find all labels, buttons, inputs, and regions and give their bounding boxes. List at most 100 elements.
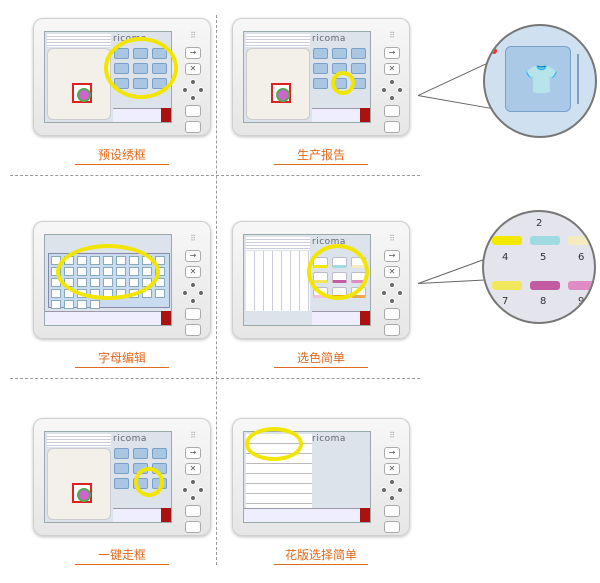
feature-report: ricoma ⠿ → ✕ 生产报告 — [232, 18, 412, 178]
trim-button[interactable]: ✕ — [185, 463, 201, 475]
arrow-right-button[interactable]: → — [185, 250, 201, 262]
stop-icon[interactable] — [360, 311, 370, 325]
letter-key[interactable] — [64, 300, 74, 309]
feature-colors: ricoma ⠿ → ✕ 选色简单 — [232, 221, 412, 381]
feature-designs: ricoma ⠿ → ✕ 花版选择简单 — [232, 418, 412, 578]
arrow-right-button[interactable]: → — [185, 47, 201, 59]
label-underline — [274, 164, 368, 165]
stop-icon[interactable] — [161, 108, 171, 122]
stop-button[interactable] — [185, 521, 201, 533]
color-chip[interactable] — [568, 281, 594, 290]
menu-icon: ⠿ — [389, 31, 395, 40]
info-table — [47, 434, 111, 447]
menu-icon: ⠿ — [389, 234, 395, 243]
direction-pad[interactable] — [182, 79, 204, 101]
highlight-circle — [56, 244, 160, 300]
stop-button[interactable] — [384, 324, 400, 336]
design-frame-icon — [72, 483, 92, 503]
color-number: 9 — [578, 296, 585, 307]
menu-icon: ⠿ — [389, 431, 395, 440]
menu-tile[interactable] — [351, 48, 366, 59]
arrow-right-button[interactable]: → — [384, 447, 400, 459]
arrow-right-button[interactable]: → — [384, 47, 400, 59]
feature-trace: ricoma ⠿ → ✕ 一键走框 — [33, 418, 213, 578]
letter-key[interactable] — [51, 300, 61, 309]
highlight-circle — [307, 244, 369, 300]
triangle-icon — [577, 54, 595, 104]
color-number: 2 — [536, 218, 543, 229]
color-number: 4 — [502, 252, 509, 263]
start-button[interactable] — [185, 308, 201, 320]
direction-pad[interactable] — [381, 79, 403, 101]
arrow-right-button[interactable]: → — [384, 250, 400, 262]
hoop-preview — [47, 448, 111, 520]
menu-tile[interactable] — [313, 63, 328, 74]
menu-tile[interactable] — [332, 48, 347, 59]
hoop-preview — [47, 48, 111, 120]
menu-tile[interactable] — [114, 448, 129, 459]
stop-icon[interactable] — [161, 508, 171, 522]
color-chip[interactable] — [530, 281, 560, 290]
menu-tile[interactable] — [313, 48, 328, 59]
info-table — [246, 34, 310, 47]
feature-label: 一键走框 — [97, 548, 146, 562]
menu-tile[interactable] — [114, 478, 129, 489]
color-chip[interactable] — [492, 281, 522, 290]
stop-icon[interactable] — [360, 508, 370, 522]
start-button[interactable] — [384, 505, 400, 517]
brand-logo: ricoma — [113, 434, 147, 444]
feature-label: 选色简单 — [296, 351, 345, 365]
bottom-bar — [244, 508, 370, 522]
highlight-circle — [104, 37, 178, 99]
direction-pad[interactable] — [182, 282, 204, 304]
menu-tile[interactable] — [152, 448, 167, 459]
start-button[interactable] — [384, 105, 400, 117]
bottom-bar — [45, 311, 171, 325]
letter-key[interactable] — [155, 289, 165, 298]
callout-line — [417, 95, 493, 110]
label-underline — [274, 564, 368, 565]
start-button[interactable] — [185, 505, 201, 517]
stop-icon[interactable] — [360, 108, 370, 122]
highlight-circle — [245, 427, 303, 461]
bottom-bar — [113, 508, 171, 522]
letter-key[interactable] — [90, 300, 100, 309]
divider — [216, 15, 217, 565]
color-chip[interactable] — [568, 236, 594, 245]
trim-button[interactable]: ✕ — [384, 463, 400, 475]
highlight-circle — [331, 71, 355, 95]
stop-icon[interactable] — [161, 311, 171, 325]
bottom-bar — [113, 108, 171, 122]
letter-key[interactable] — [51, 289, 61, 298]
color-chip[interactable] — [530, 236, 560, 245]
start-button[interactable] — [185, 105, 201, 117]
stop-button[interactable] — [384, 121, 400, 133]
direction-pad[interactable] — [182, 479, 204, 501]
menu-tile[interactable] — [133, 448, 148, 459]
menu-tile[interactable] — [351, 63, 366, 74]
color-chip[interactable] — [492, 236, 522, 245]
arrow-right-button[interactable]: → — [185, 447, 201, 459]
menu-icon: ⠿ — [190, 234, 196, 243]
trim-button[interactable]: ✕ — [185, 63, 201, 75]
brand-logo: ricoma — [312, 34, 346, 44]
direction-pad[interactable] — [381, 282, 403, 304]
trim-button[interactable]: ✕ — [384, 266, 400, 278]
direction-pad[interactable] — [381, 479, 403, 501]
brand-logo: ricoma — [312, 434, 346, 444]
stop-button[interactable] — [185, 324, 201, 336]
feature-label: 字母编辑 — [97, 351, 146, 365]
stop-button[interactable] — [185, 121, 201, 133]
trim-button[interactable]: ✕ — [384, 63, 400, 75]
menu-tile[interactable] — [313, 78, 328, 89]
needle-table[interactable] — [246, 251, 310, 311]
trim-button[interactable]: ✕ — [185, 266, 201, 278]
letter-key[interactable] — [77, 300, 87, 309]
start-button[interactable] — [384, 308, 400, 320]
control-panel: ricoma ⠿ → ✕ — [33, 418, 211, 536]
stop-button[interactable] — [384, 521, 400, 533]
menu-tile[interactable] — [114, 463, 129, 474]
magnifier-shirt: 👕 — [483, 24, 597, 138]
callout-line — [418, 61, 491, 96]
divider — [10, 175, 420, 176]
